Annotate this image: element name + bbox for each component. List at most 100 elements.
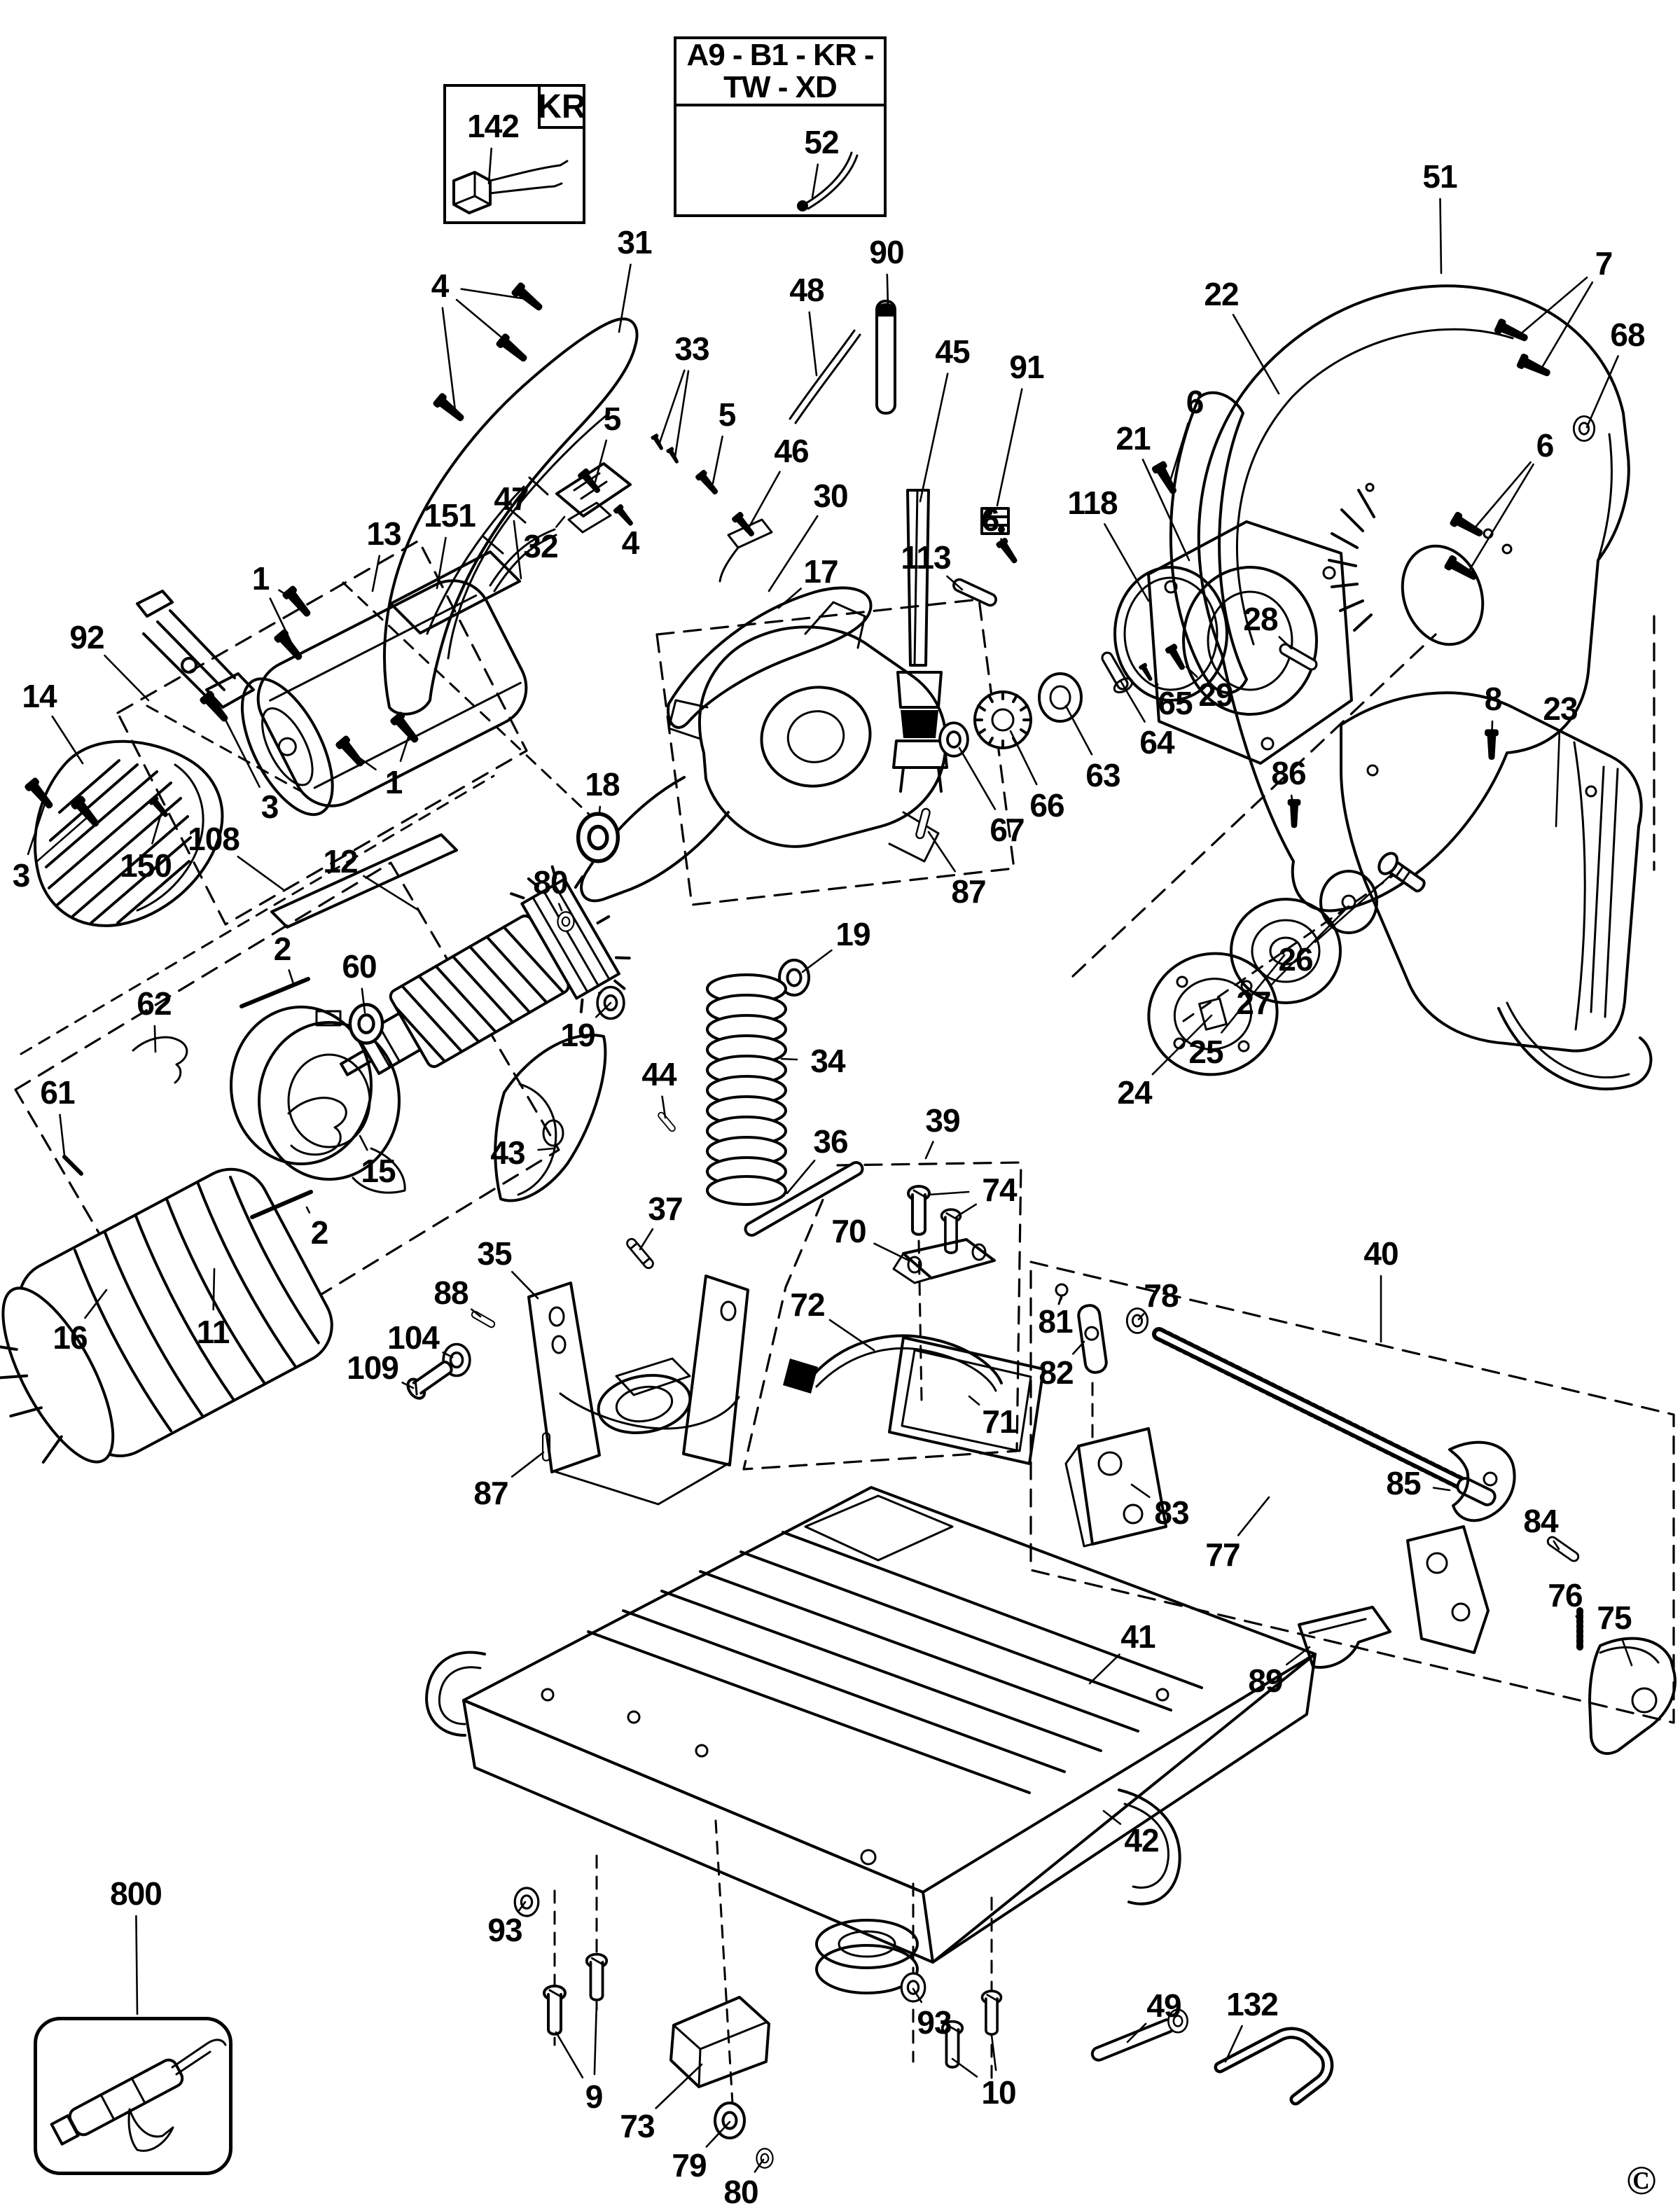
part-label-87: 87: [473, 1475, 508, 1511]
part-label-91: 91: [1009, 349, 1044, 385]
leader-line-17: [777, 588, 802, 609]
tension-spring-drawings: [1055, 1283, 1676, 1755]
leader-line-2: [288, 969, 296, 987]
part-label-28: 28: [1243, 601, 1278, 637]
part-label-25: 25: [1188, 1034, 1223, 1070]
part-label-29: 29: [1198, 676, 1233, 713]
leader-line-90: [886, 273, 889, 308]
fan-baffle-drawing: [230, 1006, 406, 1194]
brush-assembly-drawing: [136, 590, 255, 709]
leader-line-4: [455, 298, 518, 352]
part-label-2: 2: [310, 1214, 329, 1251]
leader-line-52: [811, 163, 819, 199]
leader-line-22: [1232, 314, 1280, 395]
leader-line-77: [1237, 1496, 1270, 1536]
leader-line-24: [1151, 1014, 1213, 1076]
part-label-93: 93: [487, 1912, 522, 1948]
part-label-49: 49: [1146, 1987, 1181, 2024]
kr-variant-tag: KR: [537, 84, 586, 129]
spring-drawing: [706, 973, 787, 1206]
part-label-30: 30: [813, 478, 848, 514]
leader-line-32: [555, 515, 566, 528]
part-label-79: 79: [672, 2147, 707, 2183]
part-label-3: 3: [12, 857, 31, 894]
part-label-73: 73: [620, 2108, 655, 2144]
part-label-27: 27: [1236, 985, 1271, 1021]
leader-line-84: [1553, 1540, 1560, 1550]
leader-line-13: [371, 555, 381, 592]
leader-line-6: [1472, 461, 1532, 531]
leader-line-104: [442, 1352, 454, 1359]
base-hardware-drawings: [513, 1887, 1334, 2169]
part-label-4: 4: [621, 525, 640, 561]
leader-line-89: [1286, 1646, 1311, 1666]
part-label-19: 19: [560, 1017, 595, 1053]
part-label-6: 6: [1536, 427, 1555, 464]
leader-line-44: [661, 1095, 667, 1119]
leader-line-12: [363, 875, 420, 912]
part-label-83: 83: [1154, 1494, 1189, 1531]
region-variant-box: A9 - B1 - KR - TW - XD: [674, 36, 887, 217]
region-variant-line1: A9 - B1 - KR -: [686, 38, 874, 73]
handle-drawing: [382, 317, 639, 716]
part-label-80: 80: [533, 864, 568, 901]
leader-line-93: [912, 1987, 923, 2004]
wire-and-plate-drawings: [389, 329, 861, 634]
part-label-88: 88: [433, 1275, 468, 1311]
part-label-87: 87: [951, 873, 986, 910]
part-label-10: 10: [981, 2074, 1016, 2111]
mount-plate-drawing: [1113, 520, 1353, 765]
part-label-44: 44: [641, 1056, 676, 1092]
leader-line-81: [1060, 1296, 1063, 1300]
part-label-1: 1: [384, 764, 403, 800]
leader-line-82: [1072, 1340, 1085, 1355]
leader-line-132: [1224, 2025, 1243, 2063]
leader-line-67: [958, 747, 997, 810]
part-label-142: 142: [467, 108, 520, 144]
leader-line-1: [278, 589, 304, 606]
part-label-19: 19: [835, 916, 870, 952]
part-label-67: 67: [990, 812, 1025, 848]
motor-housing-drawing: [240, 579, 528, 817]
part-label-82: 82: [1039, 1354, 1074, 1391]
leader-line-27: [1270, 906, 1349, 986]
leader-line-113: [946, 575, 964, 591]
leader-line-39: [924, 1141, 934, 1160]
leader-line-3: [221, 713, 261, 788]
part-label-72: 72: [790, 1286, 825, 1323]
part-label-77: 77: [1205, 1536, 1240, 1573]
part-label-22: 22: [1204, 276, 1239, 312]
leader-line-26: [1314, 873, 1394, 943]
leader-line-71: [968, 1395, 980, 1406]
part-label-14: 14: [22, 678, 57, 714]
leader-line-33: [674, 370, 690, 458]
part-label-118: 118: [1067, 485, 1118, 521]
leader-line-1: [399, 734, 410, 762]
part-label-9: 9: [585, 2078, 604, 2115]
leader-line-16: [84, 1289, 108, 1319]
part-label-63: 63: [1085, 757, 1120, 793]
part-label-52: 52: [804, 124, 839, 160]
part-label-150: 150: [120, 847, 172, 884]
leader-line-1: [356, 755, 377, 771]
part-label-93: 93: [917, 2004, 952, 2041]
leader-line-45: [919, 373, 949, 503]
part-label-74: 74: [982, 1172, 1017, 1208]
part-label-70: 70: [831, 1213, 866, 1249]
part-label-3: 3: [261, 789, 279, 825]
part-label-12: 12: [323, 843, 358, 880]
leader-line-83: [1130, 1483, 1151, 1499]
part-label-17: 17: [803, 553, 838, 590]
leader-line-142: [487, 147, 493, 185]
part-label-40: 40: [1363, 1235, 1398, 1272]
leader-line-43: [537, 1147, 555, 1151]
screw-drawings: [22, 279, 1555, 1219]
depth-stop-drawings: [783, 1185, 1045, 1465]
leader-line-80: [557, 903, 563, 912]
leader-line-30: [768, 515, 819, 592]
leader-line-4: [460, 288, 532, 301]
leader-line-74: [957, 1203, 977, 1217]
spindle-flange-drawings: [1147, 852, 1426, 1076]
leader-line-28: [1278, 636, 1293, 650]
leader-line-49: [1126, 2022, 1147, 2043]
